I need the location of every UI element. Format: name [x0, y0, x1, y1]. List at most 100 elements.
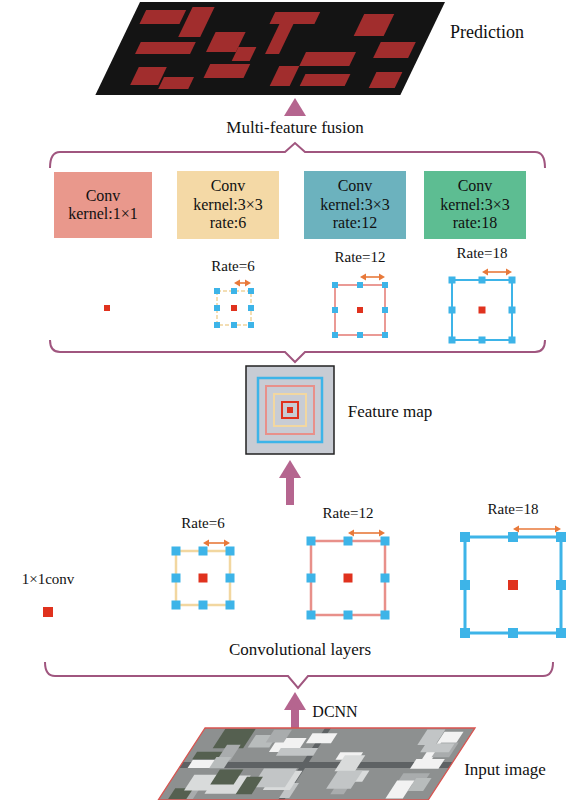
receptive-center: [287, 407, 293, 413]
rate-arrow-head: [245, 280, 251, 287]
kernel-dot: [332, 282, 338, 288]
receptive-field: [266, 386, 314, 434]
kernel-dot: [357, 282, 363, 288]
kernel-dot: [449, 337, 456, 344]
kernel-dot: [199, 601, 208, 610]
prediction-patch: [265, 24, 293, 54]
kernel-dot: [344, 611, 353, 620]
kernel-dot: [214, 322, 220, 328]
diagram-label: Multi-feature fusion: [226, 118, 363, 138]
aerial-building: [410, 759, 445, 769]
flow-arrow: [284, 98, 306, 116]
diagram-label: Rate=12: [323, 505, 374, 522]
kernel-dot: [307, 537, 316, 546]
kernel-dot: [556, 628, 566, 638]
diagram-label: Input image: [464, 760, 546, 780]
kernel-outline: [311, 541, 385, 615]
arrow-shaft: [286, 476, 294, 505]
prediction-patch: [178, 7, 214, 37]
rate-arrow-line: [364, 276, 381, 278]
dilated-kernel: [332, 282, 388, 338]
kernel-dot: [214, 305, 220, 311]
feature-map-ground: [246, 366, 334, 454]
rate-arrow-head: [234, 280, 240, 287]
prediction-patch: [354, 14, 395, 36]
kernel-outline: [217, 291, 251, 325]
kernel-dot: [226, 574, 235, 583]
dilated-kernel: [214, 288, 254, 328]
rate-arrow-head: [513, 526, 519, 533]
dilated-kernel: [307, 537, 390, 620]
kernel-center: [357, 307, 363, 313]
kernel-center: [104, 305, 110, 311]
kernel-dot: [508, 532, 518, 542]
kernel-dot: [479, 277, 486, 284]
kernel-dot: [460, 580, 470, 590]
kernel-center: [231, 305, 237, 311]
rate-arrow: [348, 530, 385, 537]
conv-label: Conv kernel:3×3 rate:12: [310, 177, 400, 232]
prediction-patch: [270, 66, 300, 86]
diagram-label: Rate=12: [335, 249, 386, 266]
prediction-patch: [299, 52, 356, 66]
rate-arrow: [234, 280, 251, 287]
arrow-head: [279, 460, 301, 478]
kernel-dot: [248, 305, 254, 311]
prediction-patch: [269, 12, 320, 24]
receptive-field: [274, 394, 306, 426]
kernel-dot: [214, 288, 220, 294]
kernel-dot: [556, 580, 566, 590]
dilated-kernel: [172, 547, 235, 610]
rate-arrow-head: [203, 540, 209, 547]
diagram-label: Feature map: [348, 402, 433, 422]
aerial-building: [266, 730, 292, 743]
dilated-kernel: [449, 277, 516, 344]
rate-arrow-line: [207, 542, 226, 544]
diagram-label: Rate=6: [181, 515, 224, 532]
aerial-building: [326, 771, 362, 789]
aerial-ground: [158, 728, 475, 800]
kernel-center: [344, 574, 353, 583]
rate-arrow: [482, 269, 512, 276]
rate-arrow-head: [360, 274, 366, 281]
feature-map: [246, 366, 334, 454]
diagram-label: 1×1conv: [22, 571, 75, 588]
prediction-patch: [369, 72, 403, 88]
diagram-label: Rate=18: [457, 245, 508, 262]
kernel-dot: [332, 332, 338, 338]
kernel-dot: [460, 628, 470, 638]
rate-arrow-head: [555, 526, 561, 533]
kernel-dot: [381, 574, 390, 583]
kernel-dot: [382, 282, 388, 288]
diagram-label: Convolutional layers: [229, 640, 371, 660]
diagram-label: Prediction: [450, 22, 524, 43]
diagram-label: Rate=18: [488, 501, 539, 518]
diagram-label: DCNN: [312, 703, 357, 721]
kernel-dot: [449, 277, 456, 284]
kernel-dot: [381, 611, 390, 620]
conv-label: Conv kernel:3×3 rate:18: [430, 177, 520, 232]
kernel-dot: [509, 337, 516, 344]
input-border: [158, 728, 475, 800]
aerial-building: [209, 757, 231, 768]
diagram-label: Rate=6: [211, 258, 254, 275]
flow-arrow: [279, 460, 301, 505]
bracket: [50, 143, 545, 168]
conv-label: Conv kernel:1×1: [60, 187, 146, 224]
kernel-dot: [172, 547, 181, 556]
receptive-field: [258, 378, 322, 442]
prediction-patch: [204, 64, 251, 78]
kernel-outline: [465, 537, 561, 633]
kernel-outline: [176, 551, 230, 605]
aerial-building: [334, 755, 365, 771]
prediction-patch: [130, 67, 167, 85]
kernel-dot: [509, 307, 516, 314]
aerial-building: [210, 770, 243, 785]
arrow-shaft: [291, 708, 299, 728]
kernel-outline: [452, 280, 512, 340]
prediction-map: [95, 2, 445, 95]
rate-arrow-head: [482, 269, 488, 276]
kernel-dot: [172, 574, 181, 583]
kernel-dot: [231, 288, 237, 294]
